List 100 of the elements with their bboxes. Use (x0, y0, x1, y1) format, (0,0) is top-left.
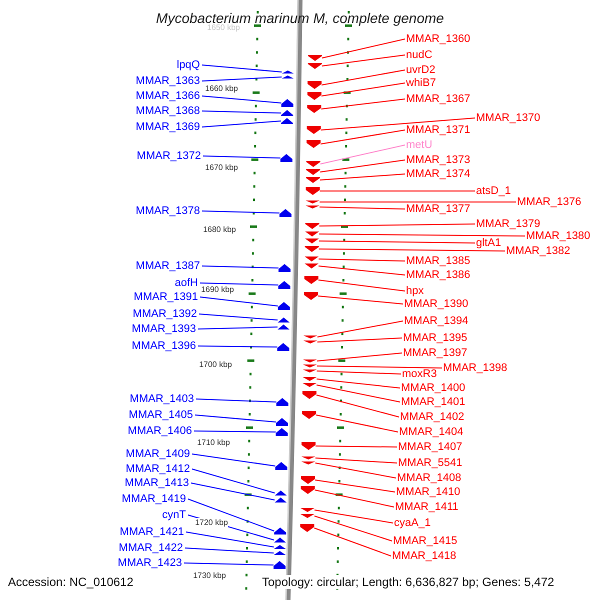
gene-bar (300, 508, 314, 512)
gene-bar (278, 264, 291, 272)
gene-label: MMAR_1395 (403, 332, 468, 344)
gene-label: MMAR_1372 (136, 150, 201, 162)
gene-bar (300, 524, 314, 532)
gene-bar (278, 302, 290, 310)
gene-label: MMAR_1418 (392, 550, 456, 562)
gene-bar (304, 264, 319, 268)
gene-label: MMAR_1408 (397, 472, 462, 484)
gene-label: MMAR_1377 (406, 202, 470, 216)
gene-bar (303, 340, 318, 344)
leader-line (316, 338, 402, 342)
leader-line (320, 160, 406, 172)
leader-line (319, 190, 476, 192)
scale-label: 1660 kbp (205, 84, 238, 94)
gene-bar (301, 456, 316, 460)
footer-text: Topology: circular; Length: 6,636,827 bp; Genes: 5,472 (262, 575, 554, 589)
gene-bar (278, 281, 290, 289)
gene-label: cynT (162, 508, 186, 522)
gene-bar (302, 411, 316, 419)
leader-line (314, 510, 394, 524)
leader-line (318, 234, 526, 236)
gene-label: gltA1 (476, 236, 502, 250)
leader-line (320, 144, 406, 164)
gene-bar (302, 364, 317, 368)
leader-line (320, 82, 406, 96)
leader-line (188, 498, 275, 532)
leader-line (316, 370, 402, 374)
leader-line (202, 266, 280, 268)
gene-label: MMAR_1367 (406, 92, 470, 106)
gene-label: MMAR_1376 (517, 196, 582, 208)
leader-line (316, 320, 404, 338)
gene-bar (302, 383, 317, 387)
gene-label: MMAR_1370 (476, 112, 540, 124)
leader-line (200, 282, 279, 286)
leader-line (202, 64, 282, 72)
gene-bar (304, 256, 319, 262)
scale-label: 1690 kbp (201, 285, 234, 295)
gene-bar (302, 370, 317, 372)
gene-label: MMAR_1390 (404, 298, 468, 310)
gene-label: MMAR_1423 (118, 556, 182, 570)
gene-label: MMAR_5541 (398, 456, 462, 470)
gene-bar (281, 99, 294, 107)
leader-line (194, 414, 276, 422)
gene-label: MMAR_1373 (406, 154, 470, 166)
gene-bar (274, 545, 286, 549)
gene-bar (304, 238, 319, 244)
gene-label: MMAR_1415 (393, 534, 458, 548)
leader-line (316, 352, 402, 362)
gene-label: MMAR_1403 (130, 392, 194, 406)
gene-bar (279, 209, 292, 217)
gene-label: MMAR_1378 (136, 204, 200, 218)
gene-bar (302, 391, 316, 399)
gene-bar (276, 418, 288, 426)
gene-bar (274, 551, 286, 555)
gene-bar (303, 336, 318, 338)
leader-line (314, 490, 394, 508)
leader-line (315, 446, 398, 448)
gene-label: MMAR_1369 (136, 120, 200, 134)
gene-label: moxR3 (402, 368, 437, 380)
gene-label: MMAR_1407 (398, 440, 462, 454)
gene-bar (275, 462, 288, 470)
gene-bar (282, 76, 294, 78)
leader-line (316, 366, 442, 368)
gene-bar (308, 81, 322, 89)
leader-line (202, 120, 282, 128)
scale-label: 1700 kbp (199, 360, 232, 370)
gene-label: MMAR_1404 (399, 426, 464, 438)
leader-line (318, 296, 404, 304)
gene-bar (306, 161, 320, 167)
gene-label: MMAR_1363 (136, 74, 200, 88)
gene-label: MMAR_1401 (401, 396, 466, 408)
gene-bar (302, 442, 316, 450)
gene-bar (274, 498, 287, 502)
gene-label: metU (406, 138, 432, 152)
gene-bar (278, 318, 290, 322)
leader-line (192, 468, 276, 494)
gene-label: MMAR_1387 (136, 260, 200, 272)
leader-line (320, 130, 406, 144)
leader-line (184, 548, 274, 554)
leader-line (200, 296, 278, 306)
gene-label: uvrD2 (406, 64, 436, 76)
gene-bar (276, 398, 288, 406)
title: Mycobacterium marinum M, complete genome (155, 10, 445, 26)
leader-line (318, 258, 406, 262)
leader-line (322, 38, 406, 58)
gene-label: lpqQ (176, 58, 200, 72)
scale-label: 1680 kbp (203, 225, 236, 235)
gene-bar (304, 276, 318, 284)
leader-line (198, 326, 278, 330)
gene-bar (278, 324, 290, 330)
gene-label: nudC (406, 48, 432, 62)
leader-line (192, 454, 276, 466)
gene-label: MMAR_1405 (128, 408, 193, 422)
leader-line (316, 378, 400, 388)
gene-bar (305, 232, 320, 236)
gene-label: MMAR_1380 (526, 230, 590, 242)
gene-bar (274, 561, 286, 569)
leader-line (320, 174, 406, 180)
gene-label: MMAR_1392 (132, 308, 197, 320)
